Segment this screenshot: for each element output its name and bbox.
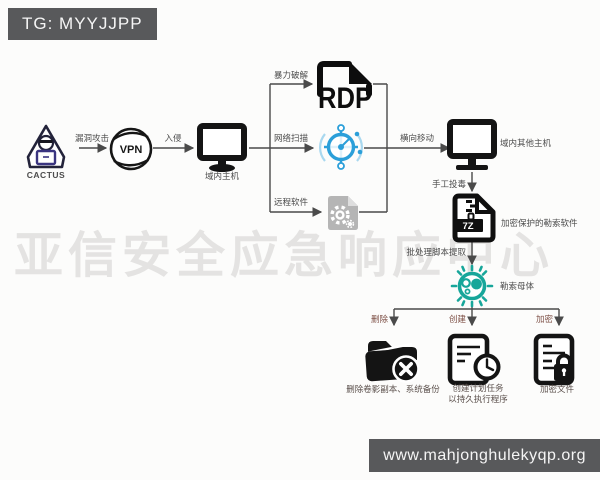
action-bracket-line [394,304,559,310]
vpn-icon [109,127,153,171]
ransom-parent-virus-icon [450,264,494,308]
edge-exploit-label: 漏洞攻击 [75,133,109,143]
create-caption-line2: 以持久执行程序 [448,394,508,404]
branch-split-line [249,84,271,212]
encrypt-files-doc-icon [533,333,575,386]
sevenz-archive-icon [452,193,496,243]
edge-delete-label: 删除 [371,314,389,324]
remote-software-gear-file-icon [328,196,358,230]
domain-host-label: 域内主机 [205,171,240,181]
connector-lines [79,79,564,327]
edge-create-label: 创建 [449,314,467,324]
network-scan-icon [318,124,364,170]
edge-bruteforce-label: 暴力破解 [274,70,309,80]
edge-netscan-label: 网络扫描 [274,133,309,143]
edge-poison-label: 手工投毒 [432,179,467,189]
hacker-label: CACTUS [27,170,65,180]
telegram-handle-badge: TG: MYYJJPP [8,8,157,40]
other-hosts-monitor-icon [447,119,497,170]
edge-lateral-label: 横向移动 [400,133,435,143]
domain-host-monitor-icon [197,123,247,172]
other-hosts-label: 域内其他主机 [500,138,552,148]
branch-merge-line [359,83,388,213]
encrypt-caption: 加密文件 [540,384,575,394]
hacker-icon [26,124,66,169]
edge-extract-label: 批处理脚本提取 [406,247,466,257]
rdp-label: RDP [318,82,372,115]
edge-intrusion-label: 入侵 [164,133,182,143]
rdp-icon [317,61,372,97]
edge-encrypt-label: 加密 [536,314,554,324]
scheduled-task-doc-icon [447,333,501,386]
delete-caption: 删除卷影副本、系统备份 [346,384,440,394]
create-caption-line1: 创建计划任务 [452,383,504,393]
protected-ransomware-label: 加密保护的勒索软件 [501,218,578,228]
sevenz-label: 7Z [462,221,473,232]
website-url-badge: www.mahjonghulekyqp.org [369,439,600,472]
edge-remote-label: 远程软件 [274,197,309,207]
ransom-parent-label: 勒索母体 [500,281,535,291]
vpn-label: VPN [120,144,143,156]
delete-folder-icon [365,341,420,383]
